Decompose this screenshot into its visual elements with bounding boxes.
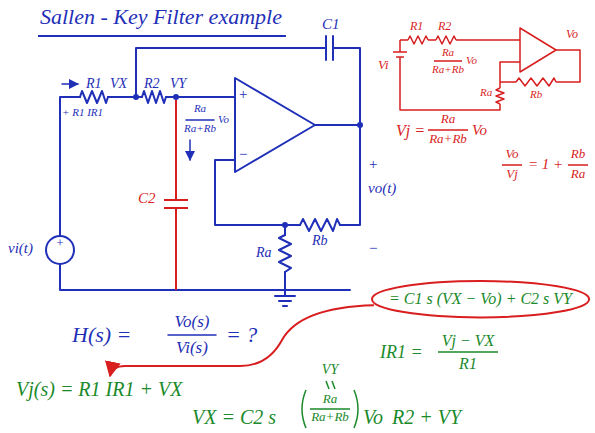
math-label: Vo bbox=[466, 54, 477, 67]
math-label: Vo bbox=[506, 147, 519, 162]
math-label: R2 bbox=[144, 76, 160, 92]
math-label: Ra bbox=[571, 167, 585, 182]
resistor-symbol bbox=[436, 36, 456, 44]
math-label: − bbox=[368, 240, 378, 257]
resistor-symbol bbox=[279, 235, 291, 272]
math-label: Ra bbox=[194, 102, 206, 115]
fraction-bar bbox=[168, 334, 216, 336]
math-label: Ra+Rb bbox=[432, 63, 464, 76]
opamp-symbol bbox=[520, 28, 556, 72]
parenthesis bbox=[302, 390, 358, 428]
math-label: Ra bbox=[442, 46, 454, 59]
math-label: Ra bbox=[480, 86, 492, 99]
junction-dot bbox=[133, 94, 139, 100]
junction-dots bbox=[133, 94, 363, 228]
math-label: Rb bbox=[571, 147, 585, 162]
battery-symbol bbox=[393, 52, 407, 57]
math-label: vi(t) bbox=[8, 240, 33, 257]
ellipse-outline bbox=[372, 281, 589, 317]
math-label: Ra bbox=[256, 245, 272, 261]
math-label: Rb bbox=[530, 88, 542, 101]
resistor-symbol bbox=[80, 91, 108, 103]
main-circuit bbox=[46, 36, 360, 335]
highlight-ellipse: = C1 s (VX − Vo) + C2 s VY bbox=[371, 280, 590, 318]
math-label: R1 bbox=[410, 20, 423, 34]
junction-dot bbox=[282, 222, 288, 228]
current-arrow bbox=[62, 83, 78, 85]
math-label: H(s) = bbox=[72, 322, 131, 347]
resistor-symbol bbox=[516, 78, 556, 86]
math-label: vo(t) bbox=[368, 180, 396, 197]
math-label: Vo bbox=[218, 113, 229, 126]
equal-mark bbox=[326, 381, 335, 389]
math-label: IR1 = bbox=[380, 342, 423, 363]
math-label: Vj(s) = R1 IR1 + VX bbox=[16, 378, 182, 401]
math-label: = ? bbox=[226, 322, 257, 347]
title-text: Sallen - Key Filter example bbox=[40, 4, 282, 29]
math-label: Vo(s) bbox=[175, 312, 210, 332]
junction-dot bbox=[357, 122, 363, 128]
capacitor-symbol bbox=[326, 36, 333, 60]
math-label: Ra+Rb bbox=[429, 132, 467, 147]
math-label: VX = C2 s bbox=[192, 406, 276, 429]
math-label: VY bbox=[170, 76, 186, 92]
math-label: Ra bbox=[441, 112, 455, 127]
current-arrow bbox=[189, 140, 191, 160]
equation-text: = C1 s (VX − Vo) + C2 s VY bbox=[389, 290, 572, 308]
math-label: + bbox=[56, 236, 65, 251]
inset-circuit bbox=[393, 28, 588, 165]
math-label: R2 + VY bbox=[392, 406, 461, 429]
junction-dot bbox=[173, 94, 179, 100]
resistor-symbol bbox=[142, 91, 166, 103]
source-symbol bbox=[46, 236, 74, 264]
math-label: VY bbox=[322, 362, 338, 378]
math-label: Vj − VX bbox=[442, 332, 495, 350]
fraction-bar bbox=[428, 61, 588, 165]
math-label: Vi(s) bbox=[176, 338, 208, 358]
math-label: R1 bbox=[459, 355, 477, 373]
math-label: Vj bbox=[506, 167, 518, 182]
resistor-symbol bbox=[408, 36, 428, 44]
math-label: Vo bbox=[566, 28, 578, 42]
math-label: R2 bbox=[438, 20, 451, 34]
equation-marks bbox=[302, 352, 498, 428]
math-label: − bbox=[238, 146, 248, 163]
math-label: Vj = bbox=[396, 122, 425, 140]
math-label: + bbox=[238, 86, 248, 103]
math-label: + R1 IR1 bbox=[62, 106, 103, 119]
math-label: Ra bbox=[323, 392, 337, 407]
wire bbox=[175, 100, 177, 290]
math-label: Vi bbox=[378, 58, 389, 73]
wire bbox=[400, 40, 580, 110]
math-label: VX bbox=[110, 76, 127, 92]
capacitor-symbol bbox=[164, 200, 188, 208]
math-label: Ra+Rb bbox=[311, 410, 349, 425]
math-label: Rb bbox=[312, 233, 328, 249]
math-label: + bbox=[368, 156, 378, 173]
math-label: C2 bbox=[138, 190, 156, 207]
fraction-bar bbox=[186, 119, 214, 121]
wire bbox=[60, 48, 360, 296]
title-underline bbox=[38, 35, 286, 37]
resistor-symbol bbox=[496, 88, 504, 104]
math-label: C1 bbox=[322, 16, 340, 33]
math-label: Ra+Rb bbox=[184, 122, 216, 135]
ground-symbol bbox=[275, 296, 295, 306]
math-label: R1 bbox=[86, 76, 102, 92]
math-label: = 1 + bbox=[528, 156, 563, 173]
opamp-symbol bbox=[235, 78, 315, 172]
resistor-symbol bbox=[300, 219, 340, 231]
math-label: Vo bbox=[472, 122, 487, 139]
math-label: Vo bbox=[363, 406, 383, 429]
